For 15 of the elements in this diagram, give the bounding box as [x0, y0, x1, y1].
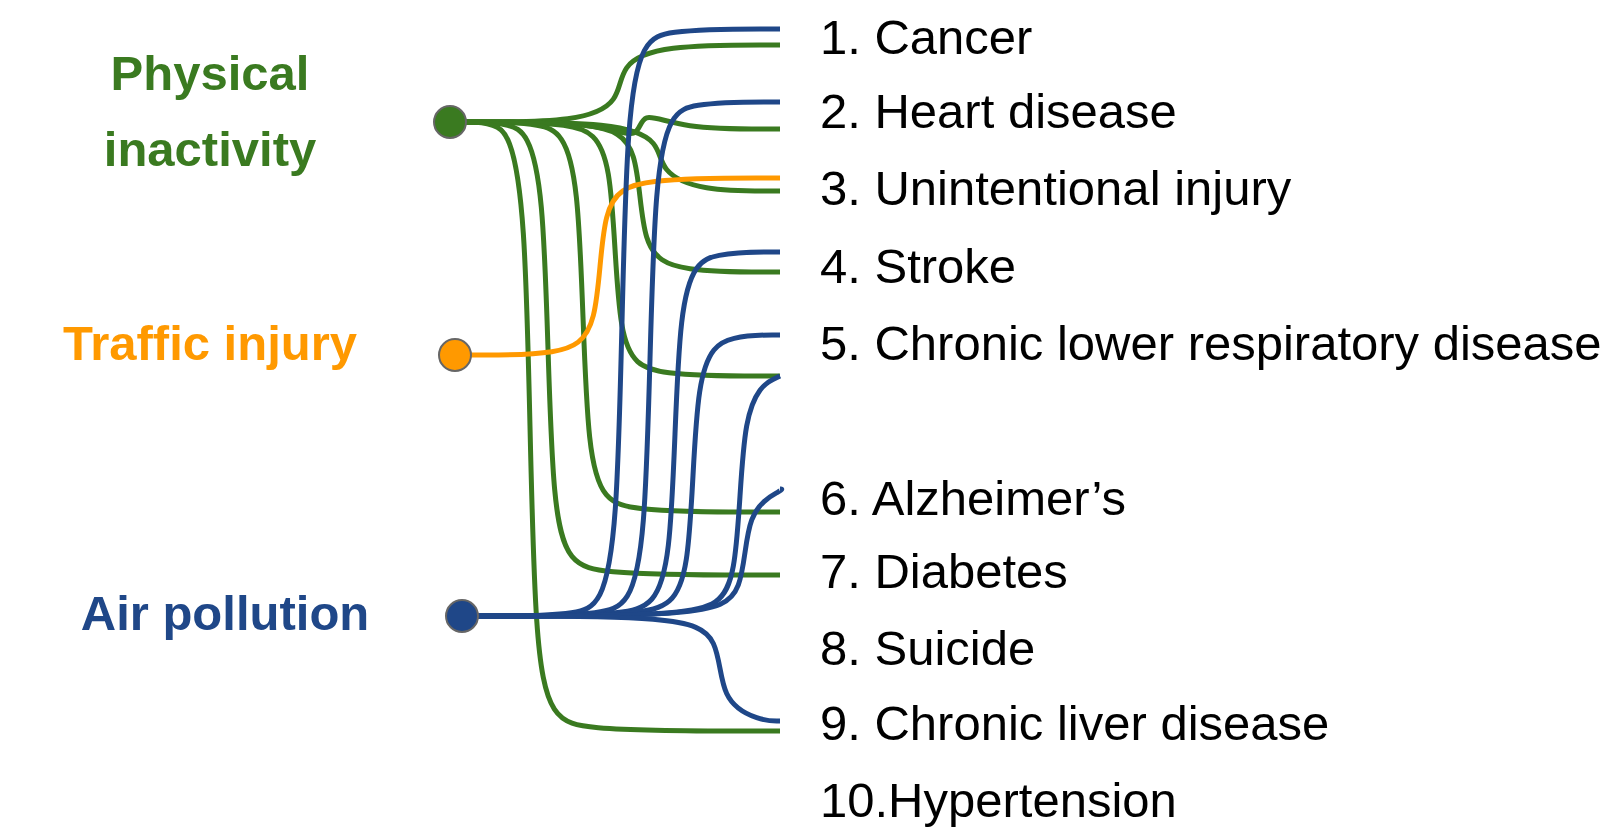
disease-label: 4. Stroke: [820, 238, 1018, 295]
risk-factor-label: Physical inactivity: [102, 45, 318, 178]
disease-label: 6. Alzheimer’s: [820, 470, 1127, 527]
disease-label: 3. Unintentional injury: [820, 160, 1293, 217]
disease-label: 8. Suicide: [820, 620, 1037, 677]
connector-line: [471, 175, 780, 358]
disease-label: 1. Cancer: [820, 9, 1034, 66]
disease-label: 5. Chronic lower respiratory disease: [820, 315, 1603, 372]
disease-label: 7. Diabetes: [820, 543, 1069, 600]
disease-label: 10.Hypertension: [820, 772, 1178, 829]
connector-line: [478, 613, 780, 724]
risk-factor-label: Traffic injury: [61, 315, 359, 372]
disease-label: 2. Heart disease: [820, 83, 1178, 140]
disease-label: 9. Chronic liver disease: [820, 695, 1331, 752]
risk-factor-label: Air pollution: [79, 585, 371, 642]
